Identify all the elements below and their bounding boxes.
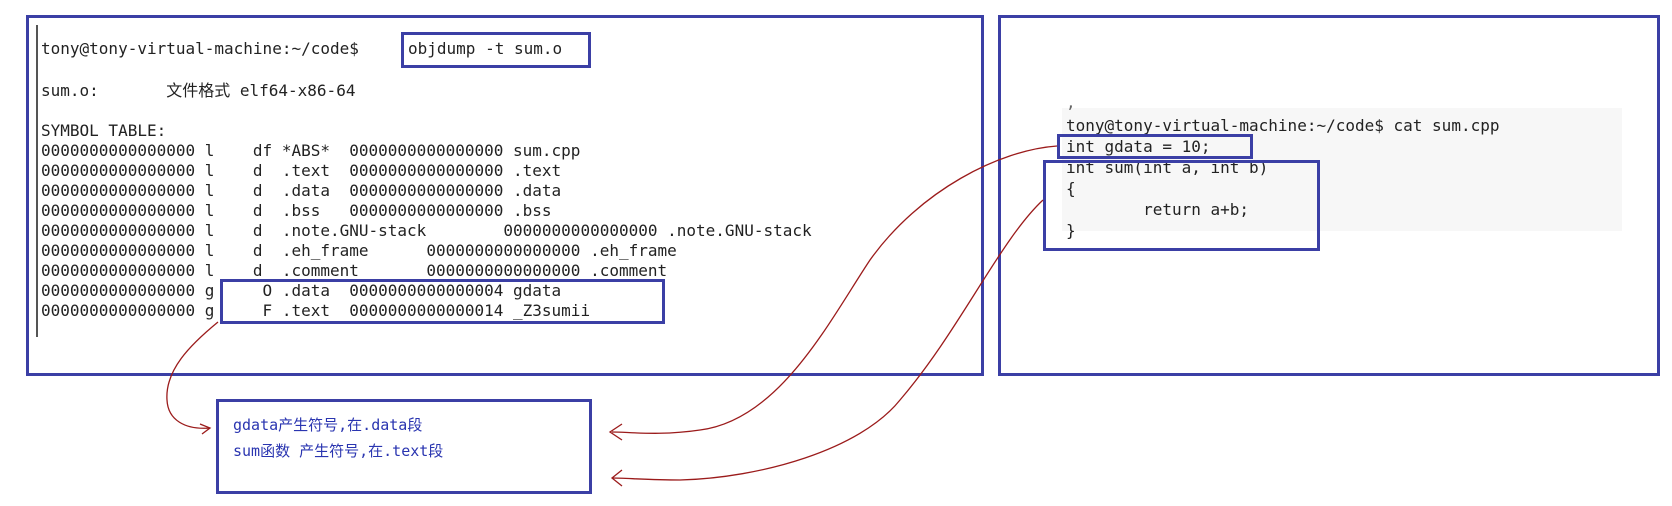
source-terminal-panel bbox=[998, 15, 1660, 376]
terminal-left-border bbox=[36, 25, 38, 337]
symbol-row: 0000000000000000 l d .data 0000000000000… bbox=[41, 181, 562, 200]
cat-prompt-line: tony@tony-virtual-machine:~/code$ cat su… bbox=[1066, 116, 1500, 135]
symbol-row: 0000000000000000 l d .note.GNU-stack 000… bbox=[41, 221, 812, 240]
symbol-table-header: SYMBOL TABLE: bbox=[41, 121, 167, 140]
code-line-close-brace: } bbox=[1066, 221, 1076, 240]
symbol-row-gdata: 0000000000000000 g O .data 0000000000000… bbox=[41, 281, 562, 300]
symbol-row: 0000000000000000 l d .text 0000000000000… bbox=[41, 161, 562, 180]
symbol-row-sum: 0000000000000000 g F .text 0000000000000… bbox=[41, 301, 591, 320]
note-line-sum: sum函数 产生符号,在.text段 bbox=[233, 442, 444, 460]
objdump-terminal-panel bbox=[26, 15, 984, 376]
file-format-line: sum.o: 文件格式 elf64-x86-64 bbox=[41, 81, 356, 100]
code-line-gdata: int gdata = 10; bbox=[1066, 137, 1211, 156]
annotation-note-box: gdata产生符号,在.data段 sum函数 产生符号,在.text段 bbox=[216, 399, 592, 494]
note-line-gdata: gdata产生符号,在.data段 bbox=[233, 416, 423, 434]
arrow-sum-to-note bbox=[611, 199, 1044, 481]
global-symbols-highlight-box bbox=[220, 279, 665, 324]
prompt-text: tony@tony-virtual-machine:~/code$ bbox=[41, 39, 359, 58]
arrowhead-gdata bbox=[608, 423, 623, 441]
arrow-gdata-to-note bbox=[611, 145, 1058, 434]
code-line-open-brace: { bbox=[1066, 179, 1076, 198]
command-text[interactable]: objdump -t sum.o bbox=[408, 39, 563, 58]
gdata-highlight-box bbox=[1057, 134, 1253, 159]
top-fragment: , bbox=[1066, 93, 1076, 112]
code-line-return: return a+b; bbox=[1066, 200, 1250, 219]
arrowhead-left-note bbox=[199, 423, 212, 435]
arrow-symbols-to-note bbox=[166, 321, 219, 429]
arrowhead-sum bbox=[610, 469, 623, 487]
code-screenshot-background bbox=[1062, 108, 1622, 231]
symbol-row: 0000000000000000 l d .comment 0000000000… bbox=[41, 261, 668, 280]
command-highlight-box bbox=[401, 32, 591, 68]
symbol-row: 0000000000000000 l d .eh_frame 000000000… bbox=[41, 241, 677, 260]
symbol-row: 0000000000000000 l d .bss 00000000000000… bbox=[41, 201, 552, 220]
symbol-row: 0000000000000000 l df *ABS* 000000000000… bbox=[41, 141, 581, 160]
sum-function-highlight-box bbox=[1043, 160, 1320, 251]
